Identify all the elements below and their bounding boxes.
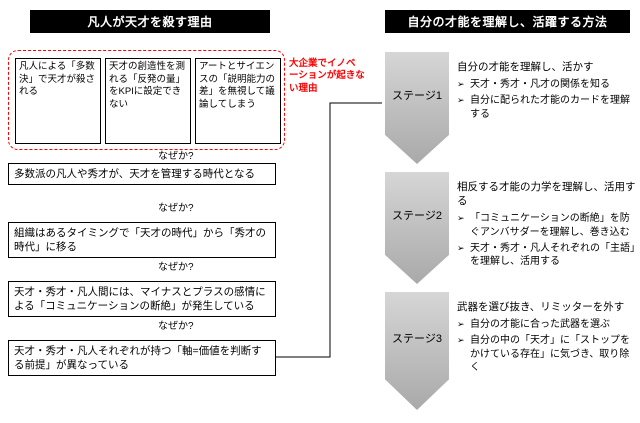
stage-2-text-block: 相反する才能の力学を理解し、活用する ➢ 「コミュニケーションの断絶」を防ぐアン… (457, 180, 637, 268)
stage-3-label: ステージ3 (392, 333, 442, 345)
stage-3-title: 武器を選び抜き、リミッターを外す (457, 301, 625, 313)
cause-box-1: 凡人による「多数決」で天才が殺される (15, 58, 101, 144)
stage-1-bullet-1: ➢ 天才・秀才・凡才の関係を知る (457, 78, 637, 91)
stage-3-bullet-2: ➢ 自分の中の「天才」に「ストップをかけている存在」に気づき、取り除く (457, 334, 637, 374)
stage-2-bullet-2: ➢ 天才・秀才・凡人それぞれの「主語」を理解し、活用する (457, 242, 637, 268)
stage-1-label: ステージ1 (392, 90, 442, 102)
stage-3-text-block: 武器を選び抜き、リミッターを外す ➢ 自分の才能に合った武器を選ぶ ➢ 自分の中… (457, 300, 637, 374)
bullet-text: 自分の中の「天才」に「ストップをかけている存在」に気づき、取り除く (470, 335, 630, 373)
bullet-text: 天才・秀才・凡才の関係を知る (470, 79, 610, 91)
stage-1-text-block: 自分の才能を理解し、活かす ➢ 天才・秀才・凡才の関係を知る ➢ 自分に配られた… (457, 60, 637, 121)
stage-3-bullet-1: ➢ 自分の才能に合った武器を選ぶ (457, 318, 637, 331)
why-label-1: なぜか? (158, 151, 194, 162)
bullet-text: 自分に配られた才能のカードを理解する (470, 95, 630, 120)
stage-1-bullet-2: ➢ 自分に配られた才能のカードを理解する (457, 94, 637, 120)
why-label-3: なぜか? (158, 262, 194, 273)
stage-2-bullet-1: ➢ 「コミュニケーションの断絶」を防ぐアンバサダーを理解し、巻き込む (457, 212, 637, 238)
flow-box-4: 天才・秀才・凡人それぞれが持つ「軸=価値を判断する前提」が異なっている (8, 340, 276, 377)
arrow-bullet-icon: ➢ (457, 242, 465, 253)
arrow-bullet-icon: ➢ (457, 335, 465, 346)
arrow-bullet-icon: ➢ (457, 79, 465, 90)
arrow-bullet-icon: ➢ (457, 213, 465, 224)
stage-3-chevron: ステージ3 (385, 292, 449, 410)
stage-2-chevron: ステージ2 (385, 172, 449, 284)
arrow-bullet-icon: ➢ (457, 319, 465, 330)
stage-2-label: ステージ2 (392, 210, 442, 222)
bullet-text: 天才・秀才・凡人それぞれの「主語」を理解し、活用する (470, 242, 635, 267)
cause-group-dashed-frame: 凡人による「多数決」で天才が殺される 天才の創造性を測れる「反発の量」をKPIに… (8, 50, 285, 150)
flow-box-2: 組織はあるタイミングで「天才の時代」から「秀才の時代」に移る (8, 222, 276, 259)
why-label-4: なぜか? (158, 321, 194, 332)
cause-box-2: 天才の創造性を測れる「反発の量」をKPIに設定できない (105, 58, 191, 144)
flow-box-3: 天才・秀才・凡人間には、マイナスとプラスの感情による「コミュニケーションの断絶」… (8, 281, 276, 318)
stage-1-chevron: ステージ1 (385, 52, 449, 164)
bullet-text: 自分の才能に合った武器を選ぶ (470, 319, 610, 331)
annotation-red-note: 大企業でイノベーションが起きない理由 (289, 58, 365, 94)
bullet-text: 「コミュニケーションの断絶」を防ぐアンバサダーを理解し、巻き込む (470, 213, 630, 238)
right-panel-header: 自分の才能を理解し、活躍する方法 (385, 10, 630, 33)
stage-1-title: 自分の才能を理解し、活かす (457, 61, 594, 73)
stage-2-title: 相反する才能の力学を理解し、活用する (457, 181, 636, 208)
arrow-bullet-icon: ➢ (457, 95, 465, 106)
flow-box-1: 多数派の凡人や秀才が、天才を管理する時代となる (8, 163, 276, 186)
cause-box-3: アートとサイエンスの「説明能力の差」を無視して議論してしまう (195, 58, 281, 144)
left-panel-header: 凡人が天才を殺す理由 (30, 10, 270, 33)
why-label-2: なぜか? (158, 203, 194, 214)
